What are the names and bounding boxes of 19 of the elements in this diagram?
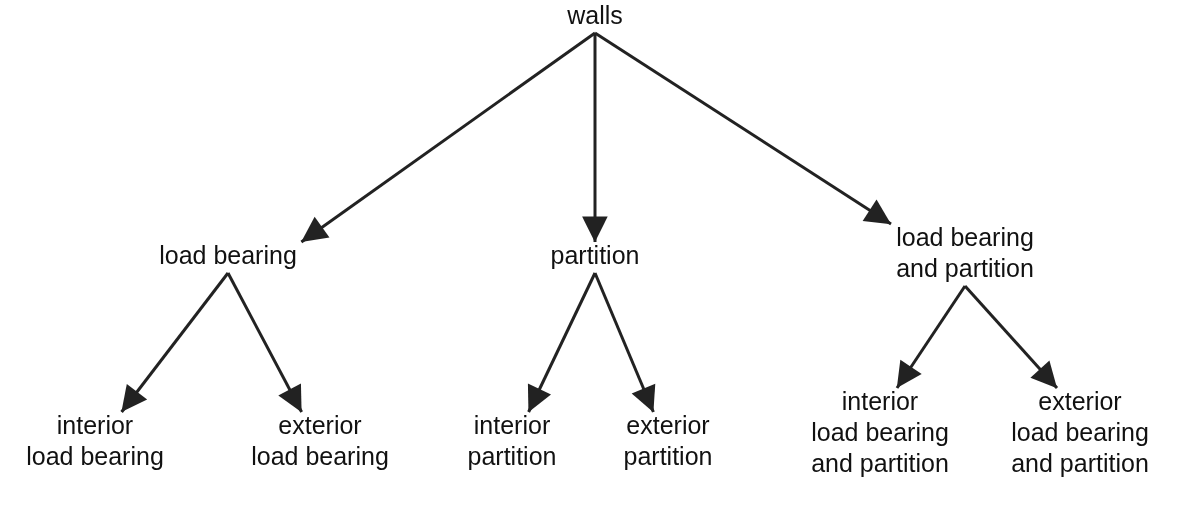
arrow [594,31,892,226]
arrow [527,272,597,413]
arrow [300,31,596,244]
arrow [895,285,967,389]
node-label: load bearing [157,240,299,271]
node-label: interior load bearing and partition [809,386,951,479]
node-label: exterior partition [621,410,715,472]
node-label: interior partition [465,410,559,472]
node-label: exterior load bearing and partition [1009,386,1151,479]
node-label: partition [548,240,642,271]
node-label: exterior load bearing [249,410,391,472]
node-label: walls [565,0,625,31]
arrow [120,272,230,413]
arrow [593,272,656,413]
node-label: load bearing and partition [894,222,1036,284]
arrow [226,272,303,413]
arrow [582,33,608,243]
node-label: interior load bearing [24,410,166,472]
arrow [963,285,1059,389]
